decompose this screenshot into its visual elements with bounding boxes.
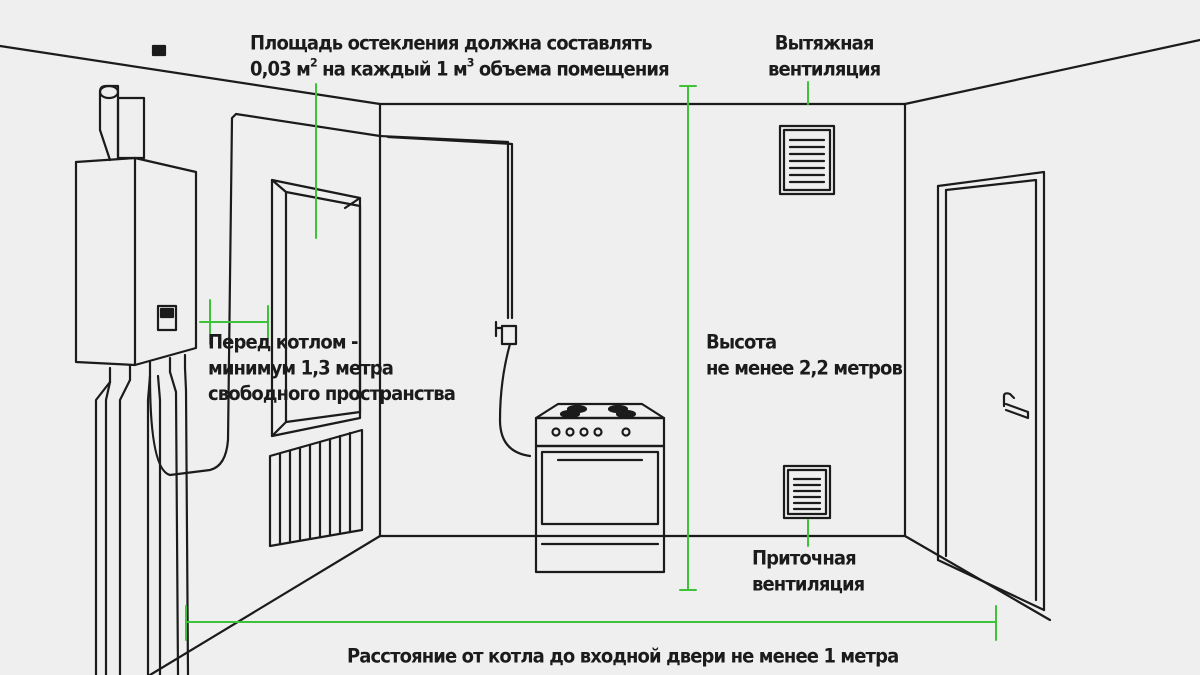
distance-label-line1: Расстояние от котла до входной двери не … [347,645,899,668]
exhaust-vent-icon [778,124,836,196]
supply-label-line1: Приточная [752,547,857,570]
boiler-label-line1: Перед котлом - [208,331,358,354]
glazing-room-volume-text: объема помещения [473,58,670,81]
ceiling-height-label: Высота не менее 2,2 метров [706,330,903,382]
glazing-area-label: Площадь остекления должна составлять 0,0… [250,31,670,83]
measurement-lines [185,81,997,641]
supply-ventilation-label: Приточная вентиляция [752,546,865,598]
door-icon [936,170,1046,612]
gas-valve-icon [494,320,532,458]
boiler-label-line3: свободного пространства [208,382,456,406]
gas-stove-icon [534,402,666,574]
room-walls [0,38,1200,675]
boiler-label-line2: минимум 1,3 метра [208,357,394,380]
height-label-line2: не менее 2,2 метров [706,357,903,380]
height-label-line1: Высота [706,331,777,354]
ceiling-sensor-icon [151,44,167,57]
door-distance-label: Расстояние от котла до входной двери не … [347,644,899,670]
supply-label-line2: вентиляция [752,573,865,596]
radiator-icon [268,428,364,548]
exhaust-label-line2: вентиляция [768,58,881,81]
cubic-meter-superscript: 3 [466,55,475,70]
glazing-label-line1: Площадь остекления должна составлять [250,32,653,55]
glazing-label-line2: 0,03 м2 на каждый 1 м3 объема помещения [250,55,670,83]
gas-boiler-icon [74,84,198,384]
exhaust-label-line1: Вытяжная [774,32,875,55]
supply-vent-icon [782,464,832,520]
boiler-pipes [94,112,514,675]
glazing-ratio-value: 0,03 м [250,58,311,81]
boiler-clearance-label: Перед котлом - минимум 1,3 метра свободн… [208,330,456,408]
glazing-per-volume-text: на каждый 1 м [316,58,468,81]
square-meter-superscript: 2 [310,55,318,70]
window-icon [270,178,362,438]
exhaust-ventilation-label: Вытяжная вентиляция [768,31,881,83]
